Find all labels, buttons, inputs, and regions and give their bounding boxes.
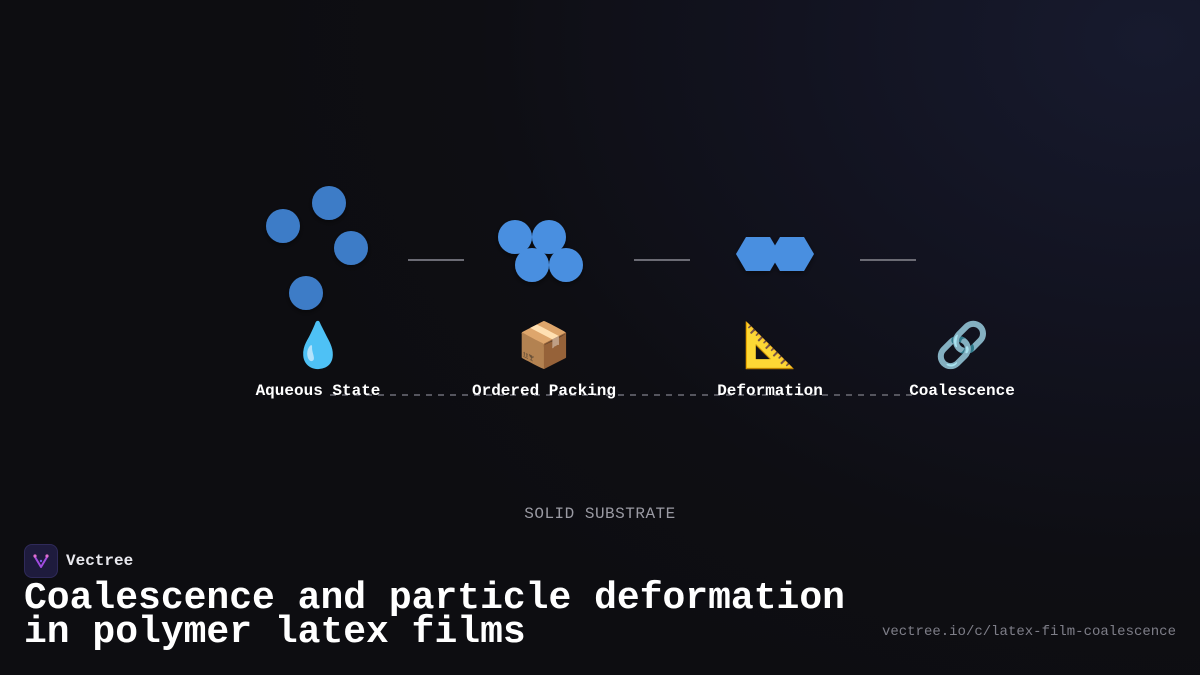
stage-label-packing: Ordered Packing xyxy=(471,382,617,400)
brand-name: Vectree xyxy=(66,552,134,570)
stage-label-coalescence: Coalescence xyxy=(909,382,1015,400)
particle xyxy=(515,248,549,282)
droplet-icon: 💧 xyxy=(290,320,346,371)
vectree-logo-icon xyxy=(24,544,58,578)
page-title: Coalescence and particle deformation in … xyxy=(24,577,845,654)
package-icon: 📦 xyxy=(516,320,572,371)
particles-packed xyxy=(498,220,583,282)
vectree-logo-mark xyxy=(33,554,49,568)
page-url[interactable]: vectree.io/c/latex-film-coalescence xyxy=(881,624,1176,640)
particle xyxy=(532,220,566,254)
link-icon: 🔗 xyxy=(934,320,990,371)
hexagon-particle xyxy=(736,237,780,271)
particle xyxy=(549,248,583,282)
particle xyxy=(312,186,346,220)
hexagon-particle xyxy=(770,237,814,271)
stage-label-deformation: Deformation xyxy=(717,382,823,400)
triangular-ruler-icon: 📐 xyxy=(742,320,798,371)
particle xyxy=(498,220,532,254)
particle xyxy=(266,209,300,243)
particles-deformed xyxy=(736,237,814,271)
particle xyxy=(334,231,368,265)
substrate-label: SOLID SUBSTRATE xyxy=(524,505,676,523)
stage-label-aqueous: Aqueous State xyxy=(255,382,381,400)
particles-aqueous xyxy=(266,186,368,310)
particle xyxy=(289,276,323,310)
brand[interactable]: Vectree xyxy=(24,544,133,578)
